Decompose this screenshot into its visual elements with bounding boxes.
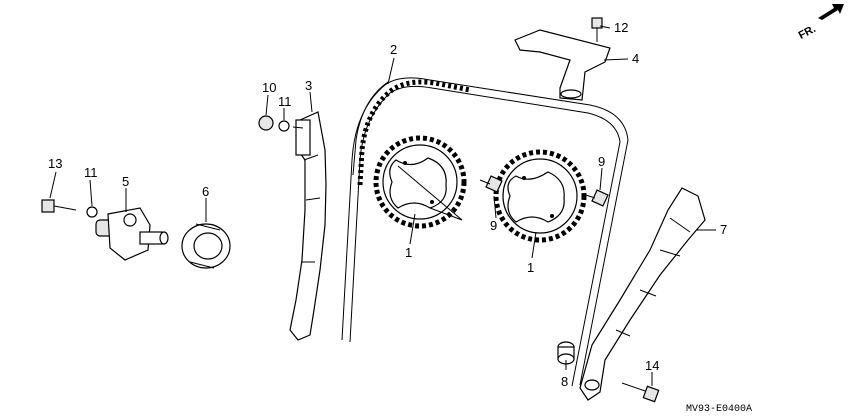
callout-bolt-bracket: 12 [614,20,628,35]
callout-collar: 8 [561,374,568,389]
slipper-bolt [621,382,660,403]
tensioner-slipper [579,187,706,401]
callout-bolt-slipper: 14 [645,358,659,373]
leader-lines [49,25,716,386]
callout-washer-bolt: 10 [262,80,276,95]
callout-labels: 1 1 2 3 4 5 6 7 8 9 9 10 11 11 12 13 14 [48,20,727,389]
washer-bolt [258,115,274,131]
sprocket-bolt-right [582,189,609,207]
bracket-bolt [591,17,603,42]
front-direction-arrow-icon [818,4,844,20]
chain-guide [289,111,327,341]
callout-tensioner-slipper: 7 [720,222,727,237]
front-direction-label: FR. [797,23,818,42]
callout-tensioner-gasket: 6 [202,184,209,199]
callout-bolt-tensioner: 13 [48,156,62,171]
cam-chain [341,77,629,387]
diagram-code: MV93-E0400A [686,404,752,415]
callout-bolt-sprocket-left: 9 [490,218,497,233]
collar [557,341,575,365]
sprocket-right [493,149,587,243]
callout-guide-bracket: 4 [632,51,639,66]
callout-sprocket-left: 1 [405,245,412,260]
callout-bolt-sprocket-right: 9 [598,154,605,169]
washer-top [278,120,304,132]
callout-washer-top: 11 [278,94,292,109]
callout-washer-left: 11 [84,165,98,180]
callout-tensioner: 5 [122,174,129,189]
sprocket-left [373,135,467,229]
callout-cam-chain: 2 [390,42,397,57]
tensioner-gasket [181,223,231,269]
callout-sprocket-right: 1 [527,260,534,275]
tensioner [95,207,169,261]
washer-left [86,206,98,218]
callout-chain-guide: 3 [305,78,312,93]
sprocket-bolt-left [479,175,503,193]
tensioner-bolt [41,199,77,213]
guide-bracket [514,29,611,101]
